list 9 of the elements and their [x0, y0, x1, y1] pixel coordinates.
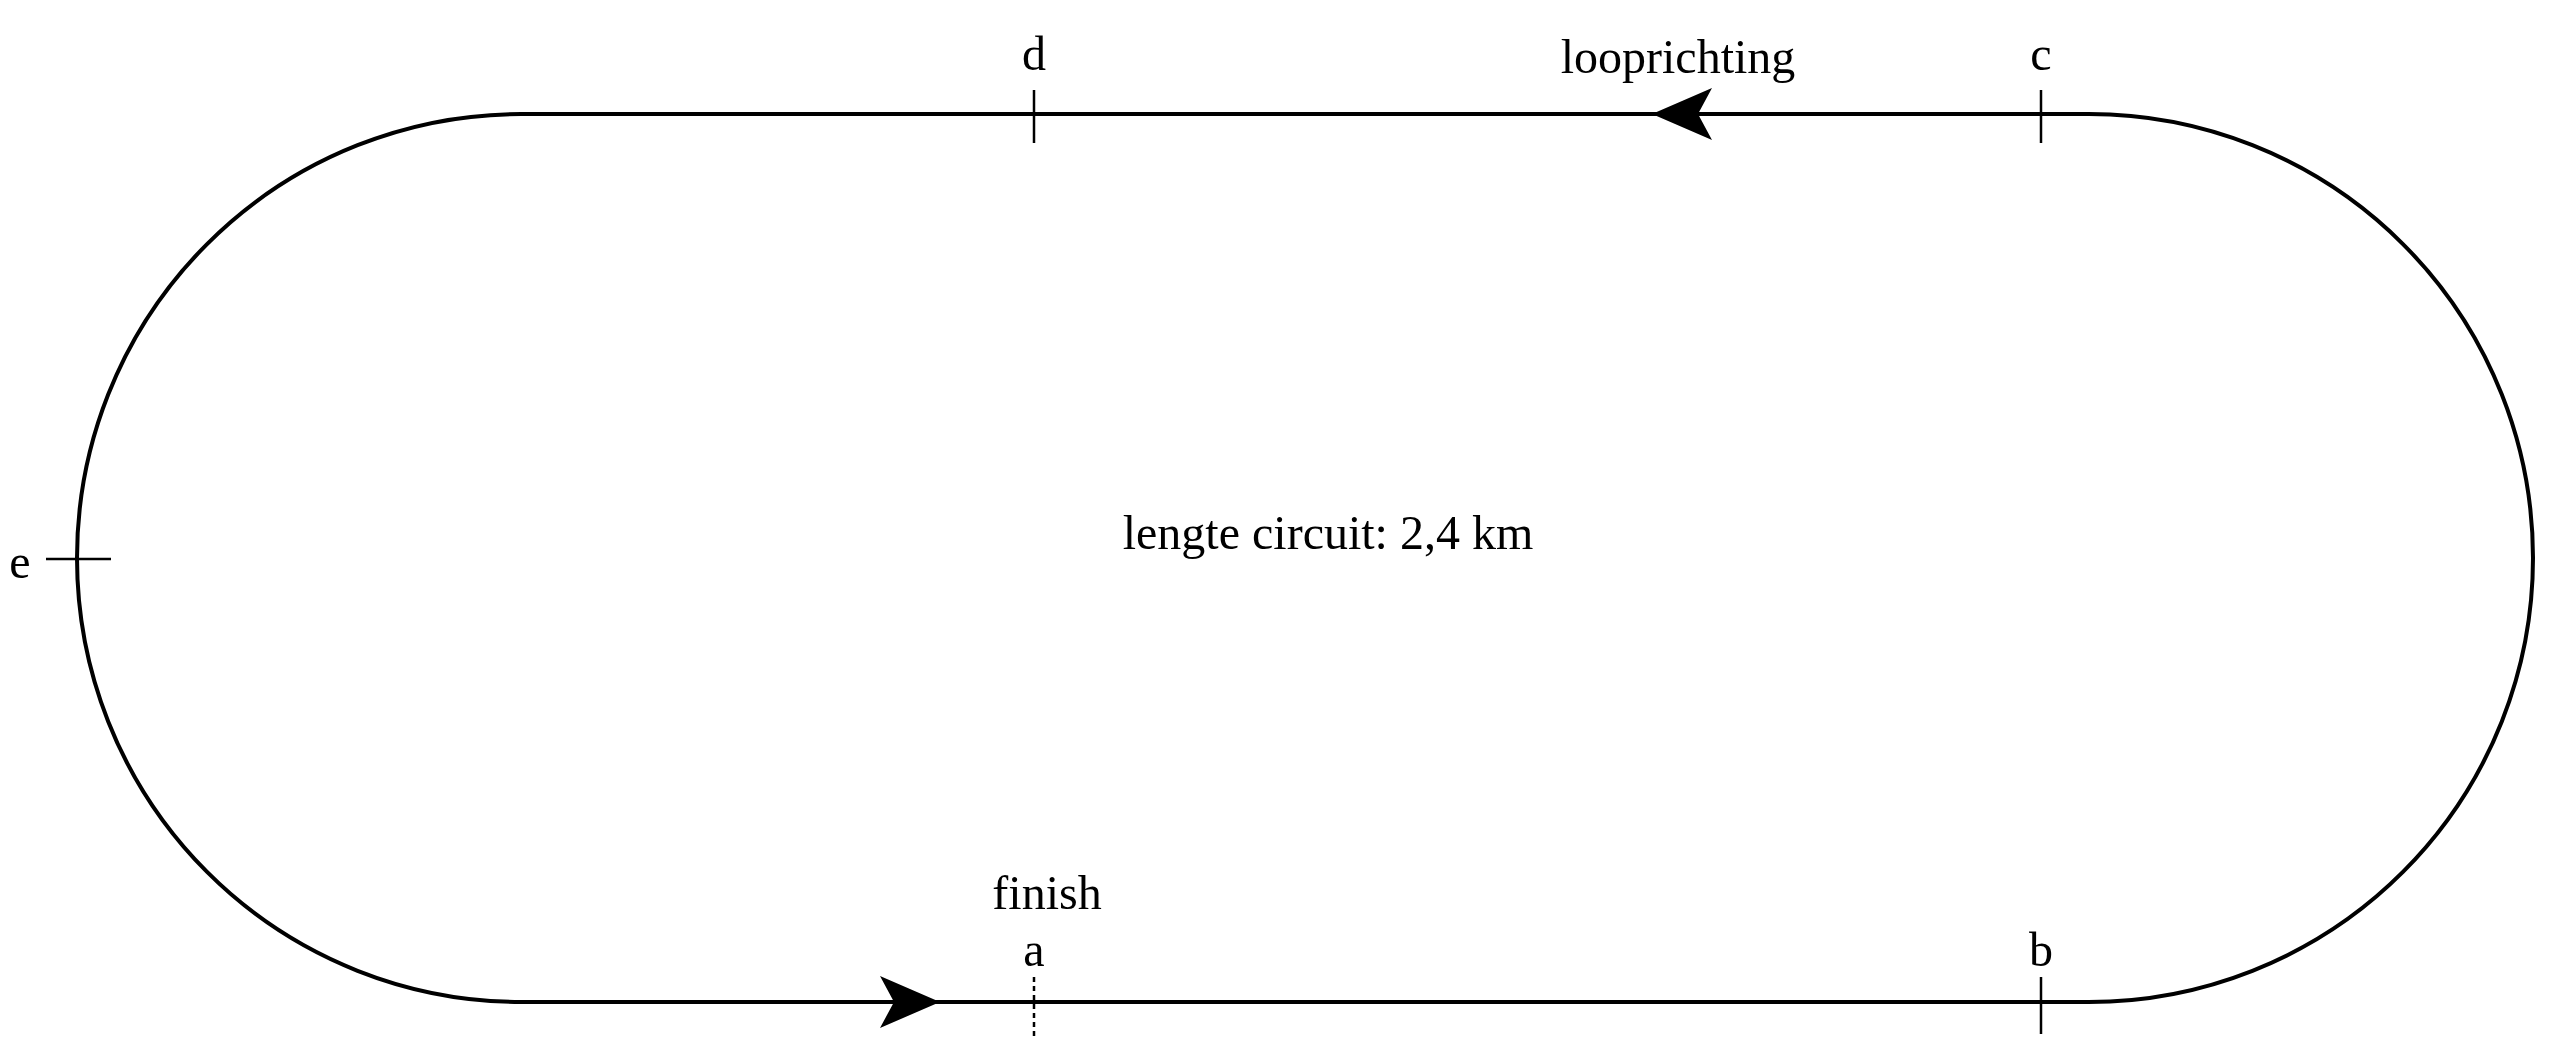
point-label: c: [2030, 30, 2052, 78]
track-length-label: lengte circuit: 2,4 km: [1122, 509, 1534, 557]
direction-label: looprichting: [1560, 33, 1796, 81]
point-label: a: [1023, 926, 1045, 974]
finish-label: finish: [992, 869, 1102, 917]
circuit-track: [77, 114, 2533, 1002]
point-label: b: [2029, 926, 2053, 974]
point-label: d: [1022, 30, 1046, 78]
point-label: e: [9, 538, 31, 586]
